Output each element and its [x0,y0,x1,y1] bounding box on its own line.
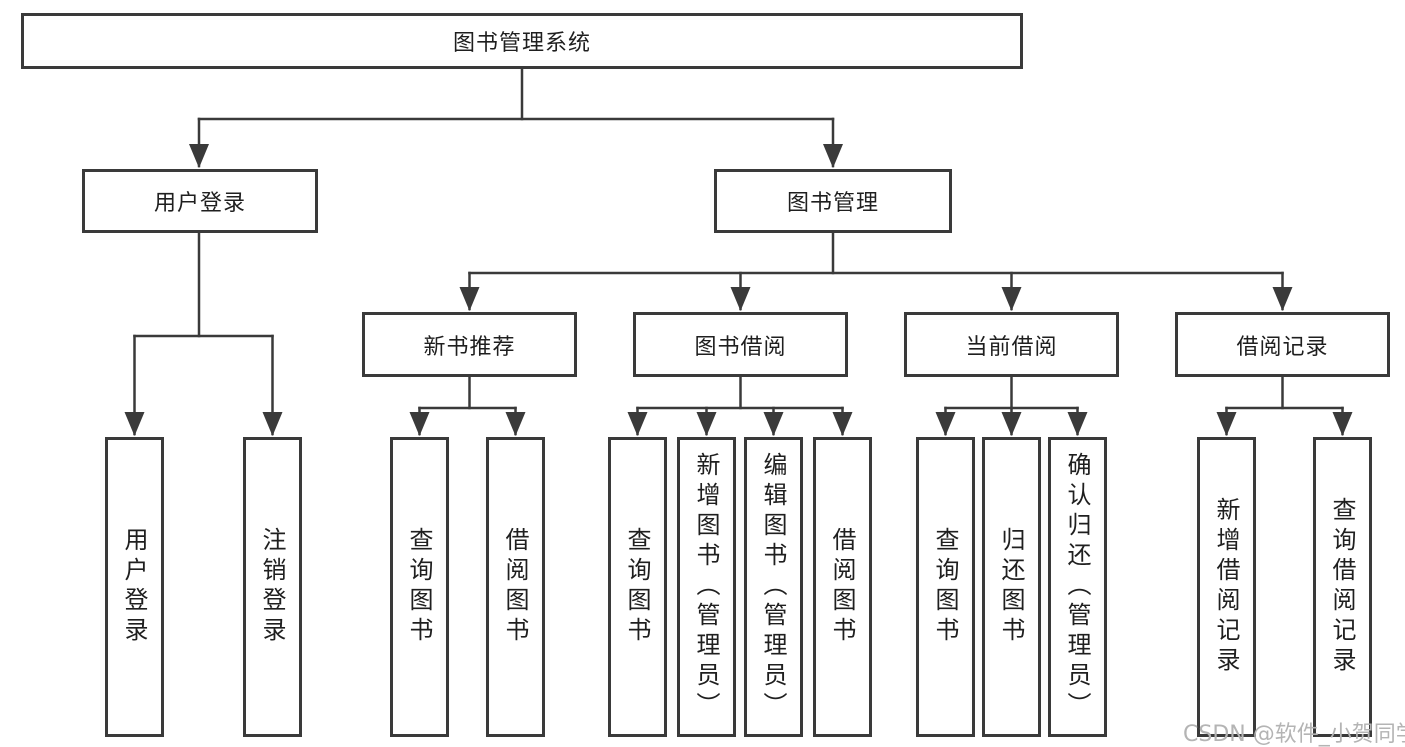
leaf-logout: 注销登录 [243,437,302,737]
leaf-current-query-books: 查询图书 [916,437,975,737]
watermark: CSDN @软件_小贺同学 [1183,722,1405,747]
node-book-borrow-label: 图书借阅 [694,334,787,360]
leaf-user-login-label: 用户登录 [120,527,148,647]
leaf-current-return-books: 归还图书 [982,437,1041,737]
node-root-library-management-system: 图书管理系统 [21,13,1023,69]
node-user-login-label: 用户登录 [153,191,246,216]
leaf-borrow-query-books: 查询图书 [608,437,667,737]
leaf-current-return-books-label: 归还图书 [997,527,1025,647]
leaf-records-query-record-label: 查询借阅记录 [1328,497,1356,677]
leaf-recommend-query-books: 查询图书 [390,437,449,737]
leaf-records-add-record-label: 新增借阅记录 [1212,497,1240,677]
leaf-borrow-edit-books-admin-label: 编辑图书（管理员） [759,452,787,722]
leaf-logout-label: 注销登录 [258,527,286,647]
node-borrow-records-label: 借阅记录 [1236,334,1329,360]
leaf-recommend-query-books-label: 查询图书 [405,527,433,647]
node-book-management-label: 图书管理 [786,191,879,216]
node-current-borrow: 当前借阅 [904,312,1119,377]
leaf-user-login: 用户登录 [105,437,164,737]
leaf-borrow-query-books-label: 查询图书 [623,527,651,647]
node-new-book-recommend: 新书推荐 [362,312,577,377]
node-user-login: 用户登录 [82,169,318,233]
leaf-recommend-borrow-books: 借阅图书 [486,437,545,737]
leaf-current-query-books-label: 查询图书 [931,527,959,647]
leaf-current-confirm-return-admin: 确认归还（管理员） [1048,437,1107,737]
node-new-book-recommend-label: 新书推荐 [423,334,516,360]
leaf-current-confirm-return-admin-label: 确认归还（管理员） [1063,452,1091,722]
leaf-records-add-record: 新增借阅记录 [1197,437,1256,737]
node-book-borrow: 图书借阅 [633,312,848,377]
leaf-records-query-record: 查询借阅记录 [1313,437,1372,737]
node-book-management: 图书管理 [714,169,952,233]
node-current-borrow-label: 当前借阅 [965,334,1058,360]
node-root-label: 图书管理系统 [452,31,591,56]
leaf-borrow-add-books-admin-label: 新增图书（管理员） [692,452,720,722]
leaf-borrow-edit-books-admin: 编辑图书（管理员） [744,437,803,737]
leaf-recommend-borrow-books-label: 借阅图书 [501,527,529,647]
leaf-borrow-add-books-admin: 新增图书（管理员） [677,437,736,737]
leaf-borrow-borrow-books-label: 借阅图书 [828,527,856,647]
node-borrow-records: 借阅记录 [1175,312,1390,377]
leaf-borrow-borrow-books: 借阅图书 [813,437,872,737]
